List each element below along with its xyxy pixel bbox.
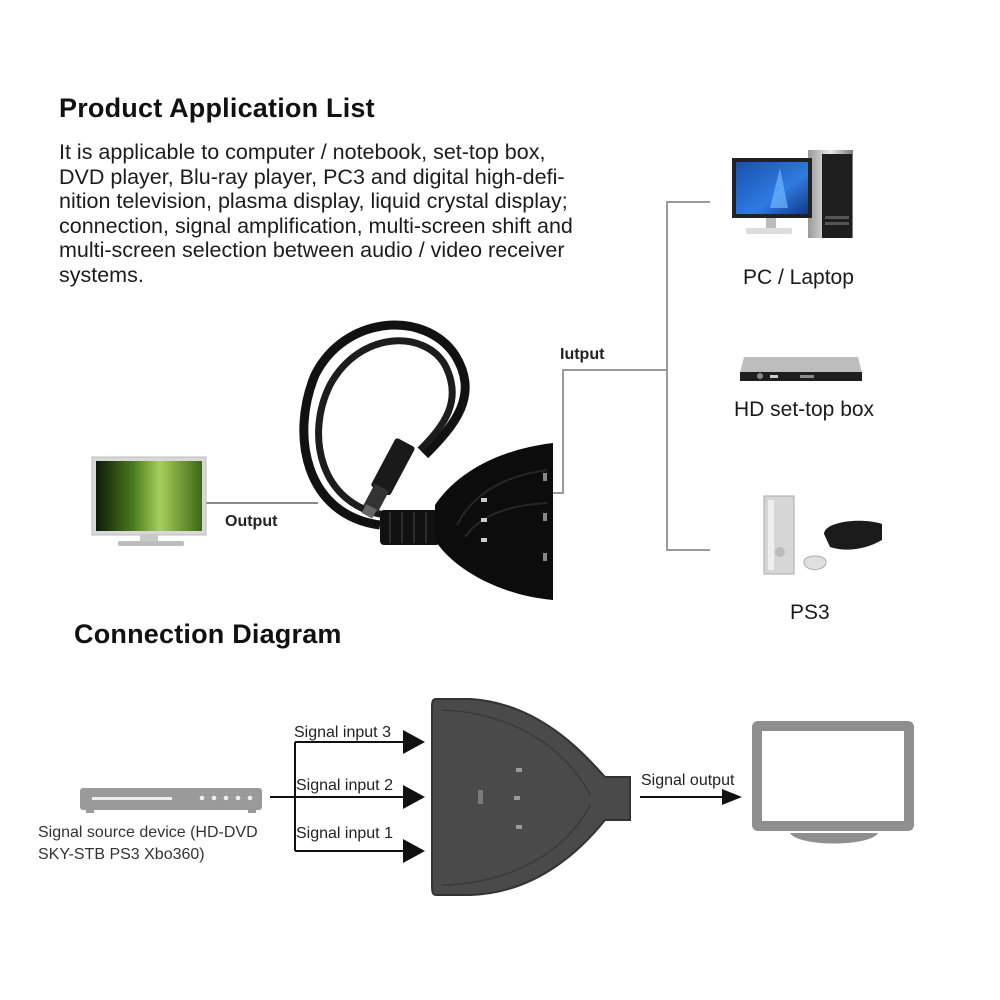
connection-title: Connection Diagram xyxy=(74,619,342,649)
application-title: Product Application List xyxy=(59,93,375,123)
device-label-pc: PC / Laptop xyxy=(743,266,854,289)
hdmi-switch-icon xyxy=(285,315,560,605)
input-label: Iutput xyxy=(560,346,605,363)
source-device-label: Signal source device (HD-DVD SKY-STB PS3… xyxy=(38,824,258,863)
game-console-icon xyxy=(760,492,890,582)
signal-output-label: Signal output xyxy=(641,772,735,789)
signal-input-1-label: Signal input 1 xyxy=(296,825,393,842)
device-label-set-top-box: HD set-top box xyxy=(734,398,875,421)
signal-input-3-label: Signal input 3 xyxy=(294,724,391,741)
monitor-icon xyxy=(750,719,920,859)
dvd-player-icon xyxy=(80,786,265,814)
desktop-computer-icon xyxy=(730,138,860,243)
switch-schematic-icon xyxy=(430,695,645,900)
output-label: Output xyxy=(225,513,278,530)
tv-icon xyxy=(90,455,210,550)
device-label-ps3: PS3 xyxy=(790,601,830,624)
signal-input-2-label: Signal input 2 xyxy=(296,777,393,794)
application-description: It is applicable to computer / notebook,… xyxy=(59,140,573,287)
set-top-box-icon xyxy=(740,345,865,385)
